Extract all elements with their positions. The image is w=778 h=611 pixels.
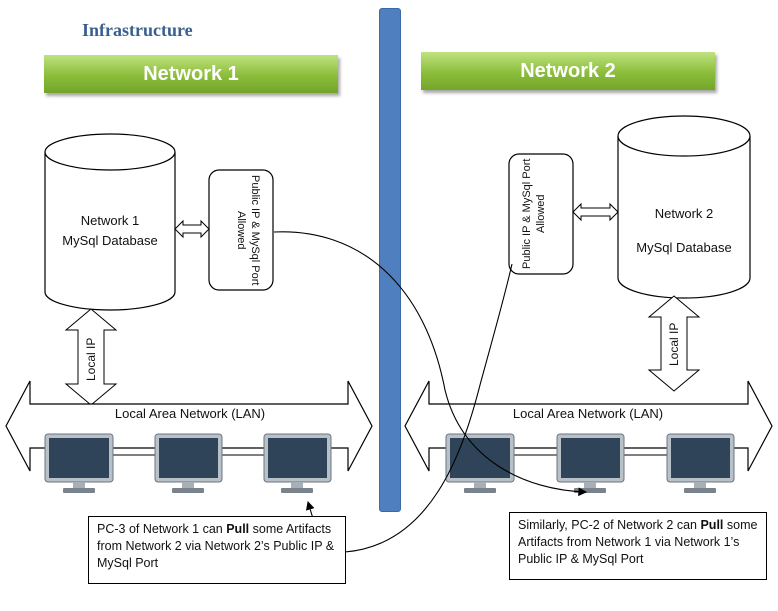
network1-pc3	[263, 433, 332, 493]
network1-local-ip-label: Local IP	[84, 337, 98, 381]
network2-local-ip-arrow	[647, 295, 701, 392]
network1-db-label-line1: Network 1	[80, 213, 140, 228]
network1-header-label: Network 1	[143, 62, 239, 85]
network2-db-label-line1: Network 2	[654, 206, 714, 221]
network1-lan-label: Local Area Network (LAN)	[114, 406, 266, 421]
network2-port-box	[508, 153, 574, 275]
network1-port-label: Public IP & MySql Port Allowed	[235, 174, 261, 286]
network-divider	[379, 8, 401, 512]
note-right-pre: Similarly, PC-2 of Network 2 can	[518, 518, 701, 532]
note-left: PC-3 of Network 1 can Pull some Artifact…	[88, 516, 346, 584]
note-right-bold: Pull	[700, 518, 724, 532]
network2-header: Network 2	[421, 52, 715, 90]
network1-db-port-arrow	[174, 219, 210, 239]
network1-pc1	[44, 433, 114, 493]
note-left-post: some Artifacts from Network 2 via Networ…	[97, 522, 335, 570]
network2-port-label: Public IP & MySql Port Allowed	[521, 158, 547, 270]
network1-db-label: Network 1 MySql Database	[50, 211, 170, 251]
network1-database-cylinder	[44, 133, 176, 311]
network2-lan-arrow	[404, 380, 773, 472]
network1-port-box	[208, 169, 274, 291]
network2-db-label: Network 2 MySql Database	[622, 197, 746, 265]
network1-header: Network 1	[44, 55, 338, 93]
network2-db-port-arrow	[572, 202, 619, 222]
note-left-to-network2-port-curve	[344, 263, 513, 553]
network2-pc1	[445, 433, 515, 493]
network2-local-ip-label: Local IP	[667, 322, 681, 366]
diagram-title: Infrastructure	[82, 20, 193, 40]
network2-pc2	[556, 433, 625, 493]
note-right: Similarly, PC-2 of Network 2 can Pull so…	[509, 512, 767, 580]
network2-header-label: Network 2	[520, 59, 616, 82]
network2-pc3	[666, 433, 735, 493]
note-right-post: some Artifacts from Network 1 via Networ…	[518, 518, 758, 566]
network1-pc2	[154, 433, 223, 493]
network1-port-to-network2-pc2-curve	[273, 231, 588, 497]
network1-lan-arrow	[5, 380, 373, 472]
network2-database-cylinder	[617, 115, 751, 299]
network2-lan-label: Local Area Network (LAN)	[512, 406, 664, 421]
note-left-bold: Pull	[226, 522, 250, 536]
network2-db-label-line2: MySql Database	[636, 240, 732, 255]
note-left-pre: PC-3 of Network 1 can	[97, 522, 227, 536]
network1-db-label-line2: MySql Database	[62, 233, 158, 248]
